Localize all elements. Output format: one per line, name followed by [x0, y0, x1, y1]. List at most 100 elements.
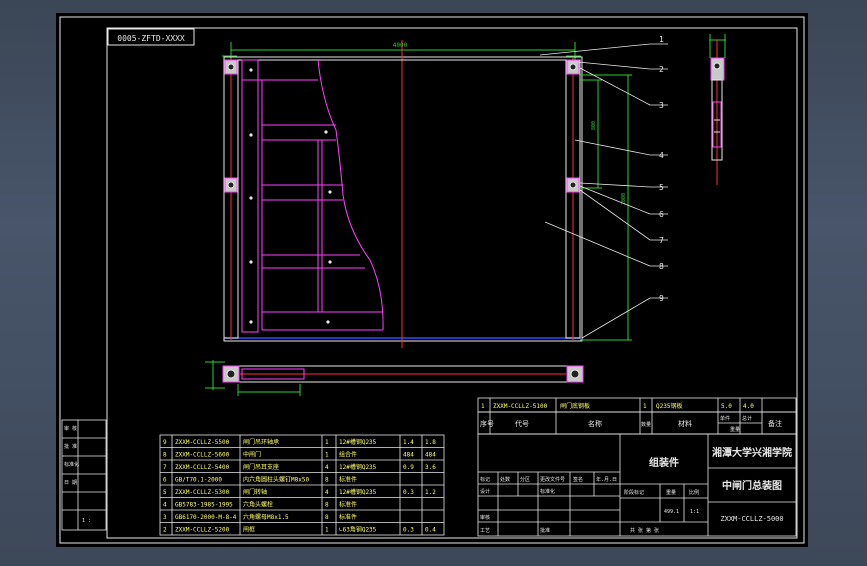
bom-cell-name: 中闸门: [243, 451, 261, 459]
bom-cell-unit: 0.3: [403, 489, 414, 496]
callout-9: 9: [659, 294, 664, 303]
tb-scale-value: 1:1: [690, 509, 699, 515]
upper-material: Q235钢板: [656, 402, 682, 410]
bom-cell-qty: 1: [325, 527, 329, 534]
bom-cell-total: 484: [425, 452, 436, 459]
tb-doc: 更改文件号: [540, 476, 565, 483]
bom-cell-name: 六角头螺栓: [243, 501, 273, 509]
upper-qty: 1: [643, 403, 647, 410]
bom-cell-name: 闸门吊耳支座: [243, 463, 279, 471]
stamp-number: 1 :: [82, 518, 91, 524]
drawing-sheet: [56, 13, 808, 547]
bom-cell-material: 12#槽钢Q235: [339, 463, 377, 471]
assembly-label: 组装件: [649, 456, 679, 469]
bom-grid: [159, 434, 445, 536]
hdr-code: 代号: [515, 419, 529, 428]
tb-stage: 阶段标记: [624, 489, 644, 496]
bom-cell-unit: 484: [403, 452, 414, 459]
tb-craft: 工艺: [480, 528, 490, 534]
bom-cell-qty: 8: [325, 502, 329, 509]
bom-cell-code: ZXXM-CCLLZ-5600: [175, 452, 230, 459]
bom-cell-qty: 4: [325, 464, 329, 471]
bom-cell-total: 1.2: [425, 489, 436, 496]
tb-sign: 签名: [573, 476, 583, 483]
callout-6: 6: [659, 210, 664, 219]
bom-cell-qty: 4: [325, 489, 329, 496]
bom-cell-no: 3: [163, 514, 167, 521]
inner-border: [106, 27, 798, 539]
bom-cell-qty: 8: [325, 514, 329, 521]
bom-cell-unit: 1.4: [403, 439, 414, 446]
bom-cell-qty: 8: [325, 477, 329, 484]
upper-bom-grid: [477, 397, 797, 435]
tb-check: 审核: [480, 514, 490, 521]
callout-3: 3: [659, 101, 664, 110]
drawing-name: 中闸门总装图: [722, 479, 782, 492]
tb-zone: 分区: [520, 476, 530, 483]
bom-cell-no: 7: [163, 464, 167, 471]
school-name: 湘潭大学兴湘学院: [712, 446, 792, 459]
bom-cell-unit: 0.9: [403, 464, 414, 471]
bom-cell-no: 2: [163, 527, 167, 534]
side-dimension-2: 2000: [621, 193, 627, 205]
bom-cell-total: 0.4: [425, 527, 436, 534]
bom-cell-code: GB5783-1985-1995: [175, 502, 233, 509]
bom-cell-material: ∟63角钢Q235: [339, 526, 377, 534]
top-dimension: 4000: [393, 42, 408, 49]
tb-weight: 重量: [666, 489, 676, 496]
callouts: [539, 43, 668, 339]
tb-design: 设计: [480, 488, 490, 495]
outer-border: [59, 16, 805, 544]
callout-5: 5: [659, 183, 664, 192]
hdr-weight: 重量: [730, 426, 740, 433]
bom-cell-unit: 0.3: [403, 527, 414, 534]
bom-cell-code: ZXXM-CCLLZ-5200: [175, 527, 230, 534]
bom-cell-code: GB/T70.1-2000: [175, 477, 222, 484]
title-block-grid: [477, 433, 797, 537]
bom-cell-qty: 1: [325, 452, 329, 459]
stamp-row-3: 标准化: [64, 461, 79, 468]
bom-cell-material: 组合件: [339, 451, 357, 459]
bom-cell-name: 闸门转轴: [243, 488, 267, 496]
stamp-row-1: 审 核: [64, 425, 77, 432]
bom-cell-no: 5: [163, 489, 167, 496]
hdr-total: 总计: [742, 415, 752, 422]
hdr-no: 序号: [480, 419, 494, 428]
hdr-name: 名称: [588, 419, 602, 428]
tb-sheets: 共 张 第 张: [630, 527, 659, 534]
callout-8: 8: [659, 262, 664, 271]
bom-cell-material: 标准件: [339, 501, 357, 509]
bom-cell-no: 6: [163, 477, 167, 484]
bom-cell-no: 8: [163, 452, 167, 459]
callout-1: 1: [659, 35, 664, 44]
bom-cell-material: 12#槽钢Q235: [339, 438, 377, 446]
upper-code: ZXXM-CCLLZ-5100: [493, 403, 548, 410]
bom-cell-qty: 1: [325, 439, 329, 446]
tb-std: 标准化: [540, 488, 555, 495]
upper-weight: 5.0: [721, 403, 732, 410]
bom-cell-name: 内六角圆柱头螺钉M8x50: [243, 476, 309, 484]
stamp-box: [107, 28, 195, 46]
bom-cell-total: 3.6: [425, 464, 436, 471]
bom-cell-code: ZXXM-CCLLZ-5300: [175, 489, 230, 496]
tb-date: 年.月.日: [596, 476, 617, 483]
bom-cell-material: 12#槽钢Q235: [339, 488, 377, 496]
callout-2: 2: [659, 65, 664, 74]
hdr-note: 备注: [768, 419, 782, 428]
bom-cell-no: 9: [163, 439, 167, 446]
bom-cell-total: 1.8: [425, 439, 436, 446]
bom-cell-name: 闸框: [243, 526, 255, 534]
bom-cell-name: 六角螺母M8x1.5: [243, 513, 289, 521]
drawing-code: ZXXM-CCLLZ-5000: [720, 515, 783, 523]
tb-mark: 标记: [480, 476, 490, 483]
upper-name: 闸门底钢板: [560, 402, 590, 410]
plan-view: [205, 360, 584, 396]
hdr-material: 材料: [678, 419, 692, 428]
hdr-qty: 数量: [641, 421, 651, 428]
bom-cell-code: GB6170-2000-M-8-4: [175, 514, 237, 521]
tb-scale: 比例: [689, 489, 699, 496]
side-view: [709, 34, 726, 185]
front-view: 4000: [222, 40, 632, 348]
